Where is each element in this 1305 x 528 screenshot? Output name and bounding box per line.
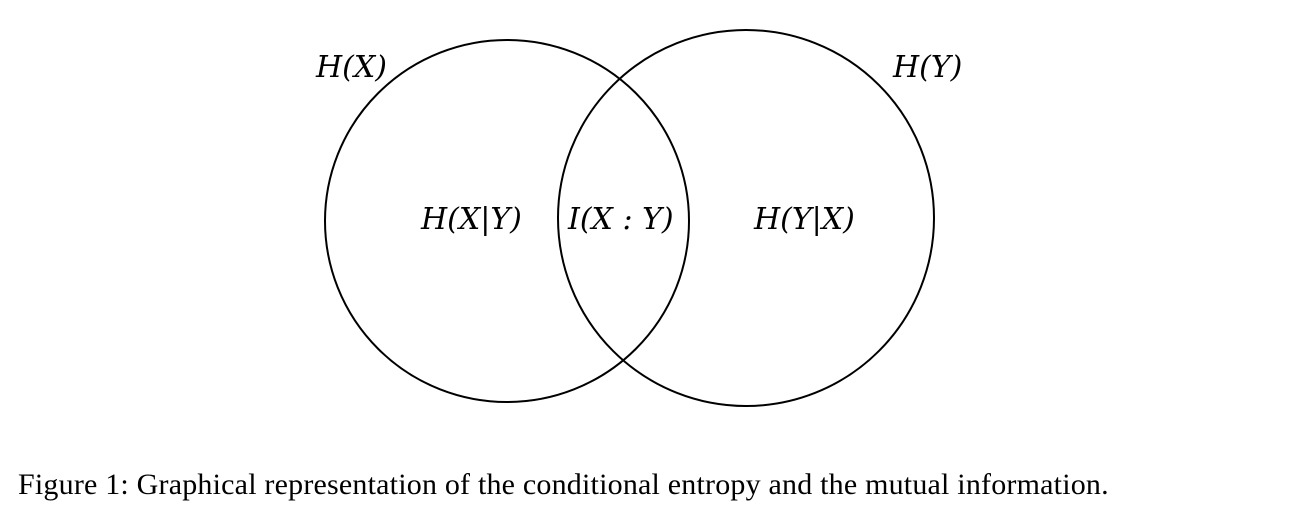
label-hy-given-x: H(Y|X): [753, 202, 855, 237]
figure-caption: Figure 1: Graphical representation of th…: [18, 468, 1109, 501]
circle-hy: [557, 29, 935, 407]
label-hy: H(Y): [892, 50, 962, 85]
label-hx-given-y: H(X|Y): [420, 202, 522, 237]
label-mutual-information: I(X : Y): [567, 202, 674, 237]
label-hx: H(X): [315, 50, 387, 85]
circle-hx: [324, 39, 690, 403]
